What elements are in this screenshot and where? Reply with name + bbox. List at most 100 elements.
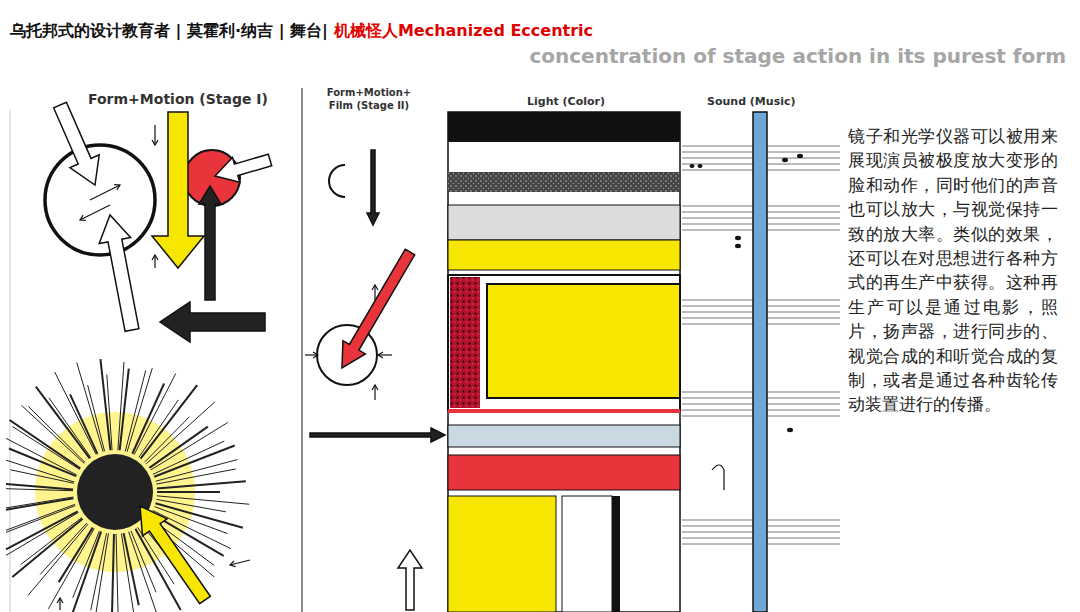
motion-arrow <box>398 550 422 610</box>
motion-arrows <box>54 102 445 610</box>
small-arrow-head <box>152 140 158 145</box>
light-ray <box>91 533 107 610</box>
light-ray <box>157 496 249 504</box>
music-note <box>735 236 741 240</box>
sound-bar <box>753 112 767 612</box>
band-frame <box>448 112 680 612</box>
color-band <box>562 496 612 612</box>
body-paragraph: 镜子和光学仪器可以被用来展现演员被极度放大变形的脸和动作，同时他们的声音也可以放… <box>848 124 1058 417</box>
light-ray <box>156 469 235 484</box>
small-arrow-head <box>378 352 383 358</box>
half-circle <box>329 165 345 197</box>
light-ray <box>6 497 73 508</box>
color-band <box>448 496 556 612</box>
color-band <box>612 496 620 612</box>
light-ray <box>6 498 73 509</box>
light-ray <box>28 524 88 595</box>
separator-line <box>10 110 11 612</box>
color-band <box>448 425 680 447</box>
color-band <box>448 455 680 490</box>
header: 乌托邦式的设计教育者 | 莫霍利·纳吉 | 舞台|机械怪人Mechanized … <box>10 21 593 42</box>
light-ray <box>157 491 220 493</box>
light-ray <box>9 449 76 477</box>
form-circle <box>45 145 155 255</box>
stage-one-figure <box>6 145 249 612</box>
color-band <box>487 284 680 398</box>
music-note <box>797 154 803 158</box>
small-arrow-head <box>230 561 236 567</box>
color-band <box>448 275 680 410</box>
stage-heading: Form+Motion+ Film (Stage II) <box>324 86 414 112</box>
motion-arrow <box>160 302 265 342</box>
color-band <box>448 409 680 413</box>
column-heading: Light (Color) <box>527 95 605 108</box>
small-arrow <box>378 354 392 355</box>
small-arrow-head <box>152 255 158 260</box>
column-heading: Sound (Music) <box>707 95 796 108</box>
small-arrow-head <box>313 352 318 358</box>
light-ray <box>157 481 246 488</box>
separator-line <box>301 88 303 612</box>
light-ray <box>70 394 97 453</box>
small-arrow-head <box>114 185 120 190</box>
light-ray <box>149 427 207 468</box>
light-ray <box>55 372 96 454</box>
subtitle: concentration of stage action in its pur… <box>529 44 1066 68</box>
title-highlight: 机械怪人Mechanized Eccentric <box>334 21 593 40</box>
motion-arrow <box>342 249 415 368</box>
light-ray <box>120 369 129 451</box>
music-clef <box>712 465 724 490</box>
light-ray <box>154 445 235 476</box>
color-band <box>450 277 480 408</box>
small-arrow <box>154 125 155 145</box>
small-arrow <box>374 385 375 400</box>
music-note <box>735 244 741 248</box>
small-arrow-head <box>57 598 63 603</box>
light-ray <box>112 534 114 612</box>
color-band <box>448 172 680 192</box>
small-arrow <box>305 354 318 355</box>
color-band <box>448 205 680 240</box>
small-arrow-head <box>372 385 378 390</box>
motion-arrow <box>152 112 204 268</box>
light-ray <box>88 385 105 451</box>
light-ray <box>107 375 112 450</box>
small-arrow <box>90 185 120 200</box>
small-arrow-head <box>80 215 86 220</box>
light-ray <box>77 363 103 452</box>
motion-arrow <box>310 428 445 442</box>
light-ray <box>141 385 198 459</box>
light-ray <box>146 402 215 464</box>
motion-arrow <box>215 154 272 182</box>
small-arrow <box>374 285 375 300</box>
motion-arrow <box>140 506 210 604</box>
light-rays <box>6 359 249 612</box>
stage-heading: Form+Motion (Stage I) <box>88 91 268 107</box>
music-note <box>782 158 788 162</box>
sound-music-staves <box>682 112 840 612</box>
light-ray <box>6 484 73 490</box>
light-ray <box>116 534 118 612</box>
light-ray <box>73 531 100 598</box>
light-ray <box>6 506 75 533</box>
color-band <box>448 240 680 270</box>
motion-arrow <box>367 150 379 225</box>
music-note <box>698 164 703 168</box>
light-ray <box>153 441 224 474</box>
light-ray <box>71 532 101 612</box>
music-note <box>787 428 793 432</box>
small-arrow <box>80 205 110 220</box>
light-ray <box>36 387 90 459</box>
light-ray <box>129 532 159 612</box>
motion-arrow <box>54 102 100 185</box>
motion-arrow <box>99 215 139 331</box>
color-band <box>448 112 680 142</box>
light-ray <box>139 400 179 458</box>
light-ray <box>121 534 135 612</box>
light-ray <box>156 460 238 482</box>
light-color-bands <box>448 112 680 612</box>
motion-arrow <box>199 186 221 300</box>
light-ray <box>6 513 78 556</box>
